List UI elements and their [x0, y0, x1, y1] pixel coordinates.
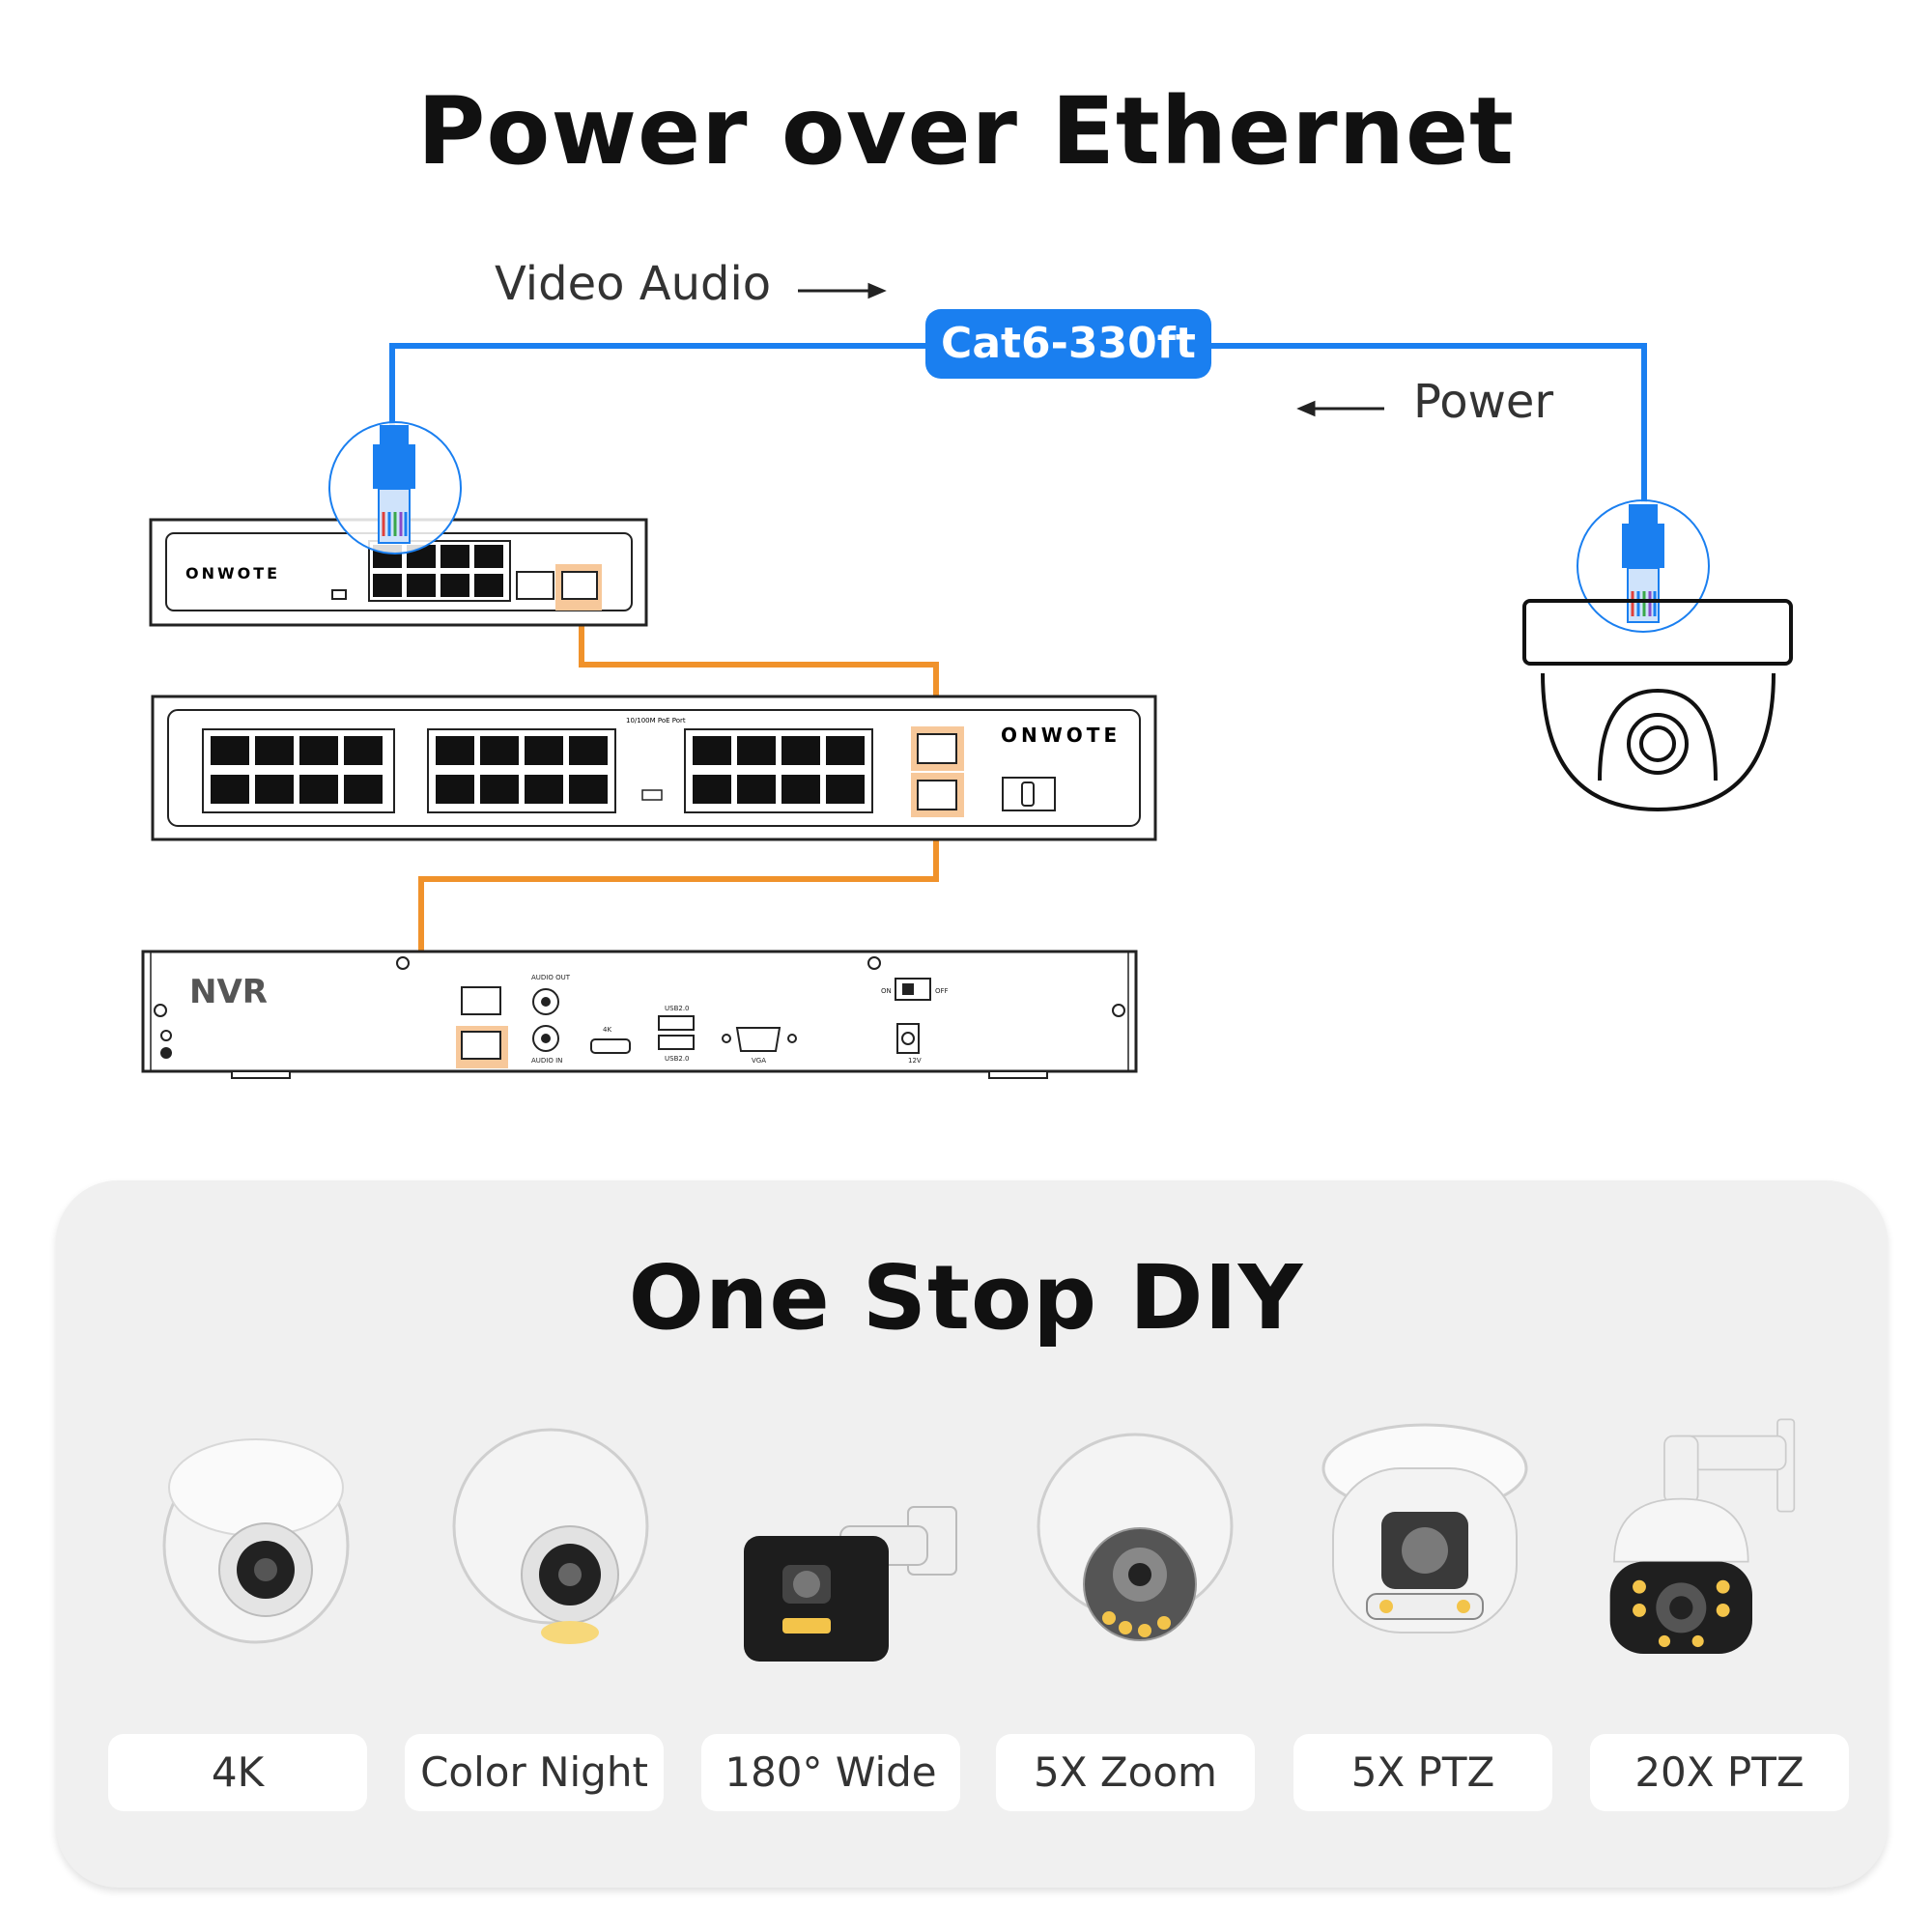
power-label: Power — [1413, 375, 1554, 429]
section-title: One Stop DIY — [628, 1246, 1304, 1350]
nvr-port-label: 12V — [908, 1057, 922, 1065]
nvr-port-label: USB2.0 — [665, 1005, 690, 1012]
video-audio-label: Video Audio — [495, 257, 772, 311]
arrow-left-icon — [1296, 400, 1384, 417]
nvr-port-label: AUDIO OUT — [531, 974, 571, 981]
cable-badge: Cat6-330ft — [925, 309, 1211, 379]
dome-camera-icon — [162, 1438, 350, 1644]
switch-large — [151, 695, 1157, 841]
nvr-port-label: VGA — [752, 1057, 766, 1065]
camera-label-20x-ptz: 20X PTZ — [1590, 1734, 1849, 1811]
rj45-connector-icon — [1577, 499, 1710, 633]
dome-camera-icon — [452, 1428, 649, 1644]
nvr-port-label: 4K — [603, 1026, 611, 1034]
camera-label-5x-ptz: 5X PTZ — [1293, 1734, 1552, 1811]
nvr-port-label: USB2.0 — [665, 1055, 690, 1063]
rj45-connector-icon — [328, 421, 462, 554]
dome-camera-icon — [1037, 1433, 1234, 1641]
camera-label-4k: 4K — [108, 1734, 367, 1811]
camera-label-180-wide: 180° Wide — [701, 1734, 960, 1811]
nvr — [141, 950, 1138, 1079]
nvr-port-label: OFF — [935, 987, 949, 995]
camera-label-5x-zoom: 5X Zoom — [996, 1734, 1255, 1811]
poe-diagram: ONWOTE ONWOTE 10/100M PoE Port — [141, 282, 1793, 1079]
switch-large-brand: ONWOTE — [1001, 724, 1121, 747]
bullet-camera-icon — [744, 1506, 957, 1662]
ptz-camera-icon — [1609, 1418, 1796, 1654]
nvr-port-label: ON — [881, 987, 892, 995]
turret-camera-icon — [1321, 1423, 1528, 1634]
nvr-port-label: AUDIO IN — [531, 1057, 562, 1065]
page-title: Power over Ethernet — [417, 77, 1515, 185]
camera-label-color-night: Color Night — [405, 1734, 664, 1811]
switch-large-header: 10/100M PoE Port — [626, 717, 686, 724]
switch-small-brand: ONWOTE — [185, 564, 280, 582]
dome-camera-icon — [1522, 599, 1793, 812]
arrow-right-icon — [798, 282, 887, 299]
nvr-label: NVR — [189, 973, 268, 1011]
switch-small — [149, 518, 648, 627]
